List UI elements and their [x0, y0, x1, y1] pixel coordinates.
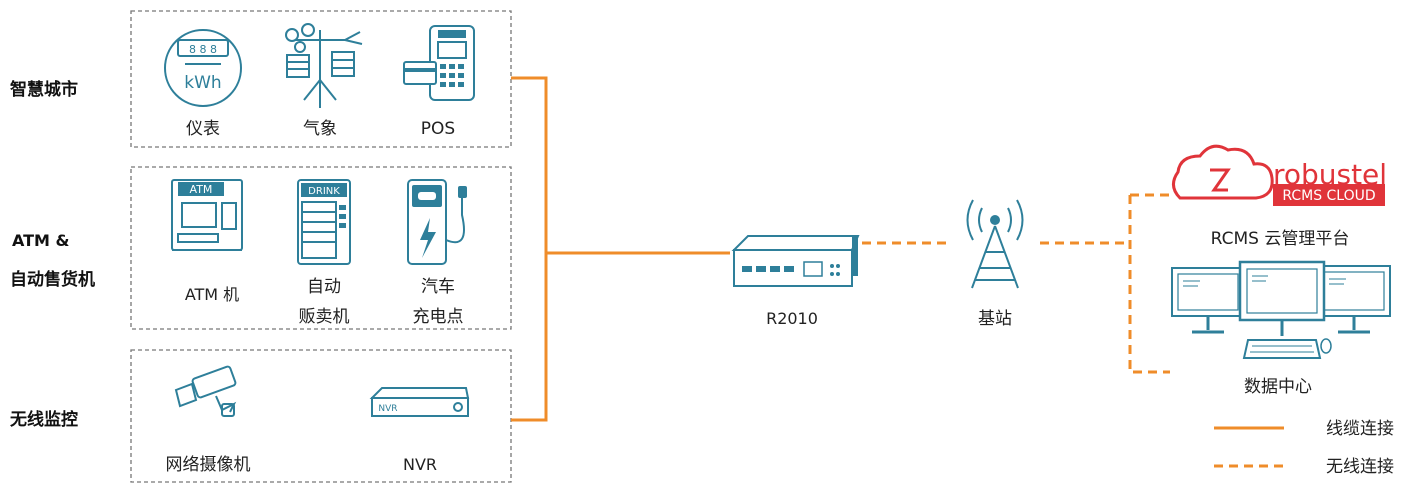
legend-wired-label: 线缆连接 — [1326, 419, 1394, 439]
group-box-wireless-monitor — [130, 349, 512, 483]
datacenter-label: 数据中心 — [1244, 377, 1312, 397]
platform-label: RCMS 云管理平台 — [1211, 229, 1350, 249]
router-label: R2010 — [766, 309, 818, 328]
ev-charger-icon — [407, 179, 467, 265]
atm-icon — [171, 179, 243, 251]
cell-tower-icon — [966, 199, 1024, 289]
ip-camera-icon — [174, 365, 237, 417]
meter-digits: 8 8 8 — [189, 43, 217, 56]
rcms-badge-text: RCMS CLOUD — [1282, 188, 1375, 204]
pos-label: POS — [421, 119, 455, 139]
camera-label: 网络摄像机 — [166, 455, 251, 475]
weather-station-icon — [285, 23, 363, 108]
rcms-badge-bg — [1273, 184, 1385, 206]
atm-label: ATM 机 — [185, 285, 239, 304]
wired-links — [511, 76, 730, 422]
vending-label-line1: 自动 — [307, 277, 341, 297]
group-label-vending: 自动售货机 — [10, 269, 95, 290]
vending-label-line2: 贩卖机 — [299, 307, 350, 327]
group-box-atm-vending — [130, 166, 512, 330]
base-station-label: 基站 — [978, 309, 1012, 329]
wireless-link-datacenter — [1128, 195, 1170, 374]
group-label-smart-city: 智慧城市 — [10, 79, 78, 100]
vending-sign-text: DRINK — [308, 186, 340, 197]
nvr-label: NVR — [403, 455, 437, 474]
legend-wireless-label: 无线连接 — [1326, 457, 1394, 477]
charger-label-line1: 汽车 — [421, 277, 455, 297]
atm-screen-text: ATM — [190, 183, 213, 196]
meter-icon — [164, 29, 242, 107]
vending-machine-icon — [297, 179, 351, 265]
router-icon — [731, 235, 860, 287]
meter-label: 仪表 — [186, 119, 220, 139]
wired-bus-line — [511, 76, 548, 422]
datacenter-monitors-icon — [1171, 260, 1391, 359]
legend: 线缆连接 无线连接 — [1214, 419, 1394, 477]
group-label-wireless-monitor: 无线监控 — [9, 409, 78, 430]
group-label-atm: ATM & — [12, 231, 70, 250]
nvr-badge: NVR — [378, 404, 397, 414]
nvr-icon — [369, 387, 470, 417]
pos-terminal-icon — [403, 25, 475, 101]
charger-label-line2: 充电点 — [413, 307, 464, 327]
cloud-icon — [1172, 144, 1274, 200]
meter-unit: kWh — [184, 73, 221, 93]
weather-label: 气象 — [303, 119, 337, 139]
